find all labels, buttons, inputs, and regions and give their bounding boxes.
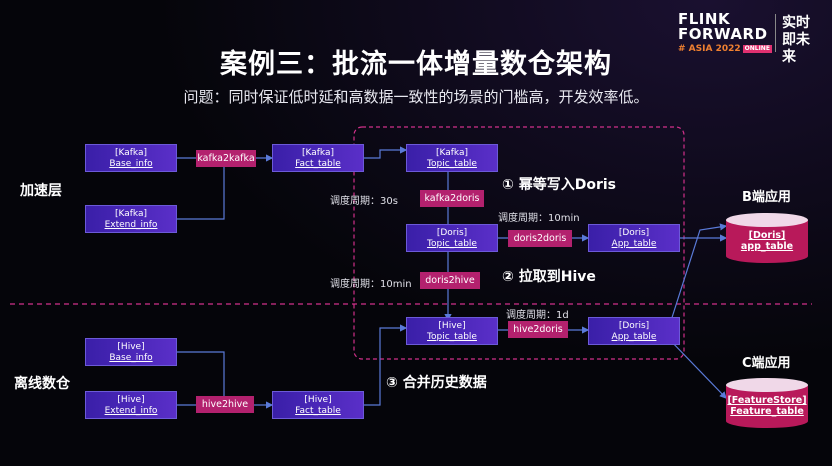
period-10min-a: 调度周期：10min: [498, 213, 580, 224]
job-kafka2kafka: kafka2kafka: [196, 150, 256, 167]
hive-extend-info-node: [Hive]Extend_info: [85, 391, 177, 419]
doris-topic-table-node: [Doris]Topic_table: [406, 224, 498, 252]
kafka-extend-info-node: [Kafka]Extend_info: [85, 205, 177, 233]
doris-app-table-node: [Doris]App_table: [588, 224, 680, 252]
step-1-label: ① 幂等写入Doris: [502, 177, 617, 193]
b-app-title: B端应用: [742, 190, 791, 205]
step-2-label: ② 拉取到Hive: [502, 269, 596, 285]
slogan-logo: 实时即未来: [782, 15, 810, 65]
kafka-topic-table-node: [Kafka]Topic_table: [406, 144, 498, 172]
step-3-label: ③ 合并历史数据: [386, 375, 487, 391]
b-app-database-icon: [726, 213, 808, 263]
logo-divider: [775, 14, 776, 52]
period-10min-b: 调度周期：10min: [330, 279, 412, 290]
period-1d: 调度周期：1d: [506, 310, 569, 321]
job-hive2hive: hive2hive: [196, 396, 254, 413]
speed-layer-label: 加速层: [20, 183, 62, 199]
hive-fact-table-node: [Hive]Fact_table: [272, 391, 364, 419]
job-kafka2doris: kafka2doris: [420, 190, 484, 207]
doris-region-outline: [353, 126, 685, 360]
doris-app-table-node-2: [Doris]App_table: [588, 317, 680, 345]
offline-layer-label: 离线数仓: [14, 376, 70, 392]
page-title: 案例三：批流一体增量数仓架构: [220, 49, 612, 80]
c-app-title: C端应用: [742, 356, 791, 371]
hive-base-info-node: [Hive]Base_info: [85, 338, 177, 366]
period-30s: 调度周期：30s: [330, 196, 398, 207]
page-subtitle: 问题：同时保证低时延和高数据一致性的场景的门槛高，开发效率低。: [183, 88, 649, 106]
job-doris2hive: doris2hive: [420, 272, 480, 289]
job-hive2doris: hive2doris: [508, 321, 568, 338]
kafka-base-info-node: [Kafka]Base_info: [85, 144, 177, 172]
c-app-database-icon: [726, 378, 808, 428]
job-doris2doris: doris2doris: [508, 230, 572, 247]
kafka-fact-table-node: [Kafka]Fact_table: [272, 144, 364, 172]
hive-topic-table-node: [Hive]Topic_table: [406, 317, 498, 345]
c-app-db-label: [FeatureStore]Feature_table: [727, 395, 807, 417]
b-app-db-label: [Doris]app_table: [740, 230, 794, 252]
